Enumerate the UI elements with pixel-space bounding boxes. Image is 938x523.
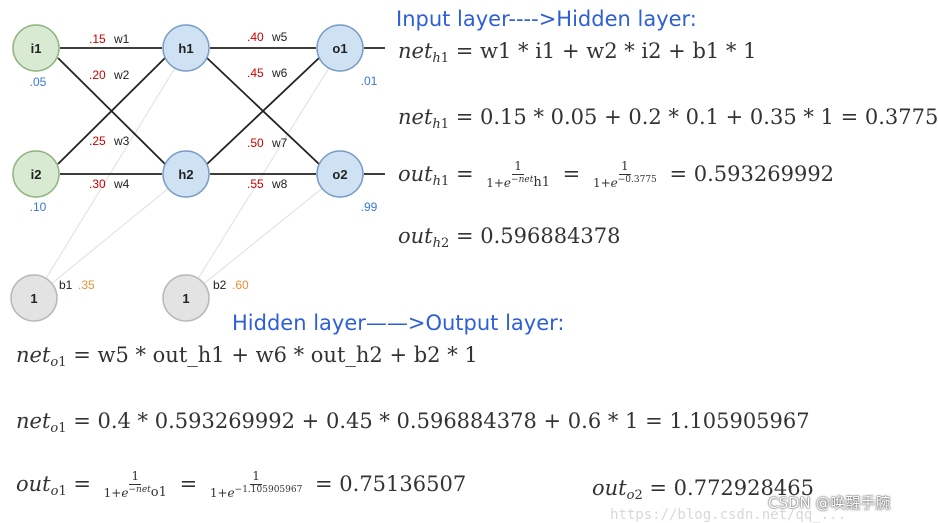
weight-connections — [57, 47, 385, 175]
node-label-h1: h1 — [178, 41, 193, 56]
weight-name-w4: w4 — [113, 177, 130, 191]
weight-value-w7: .50 — [247, 136, 264, 150]
weight-name-w6: w6 — [271, 66, 288, 80]
edge-b2-o2 — [185, 173, 341, 299]
weight-name-w2: w2 — [113, 68, 130, 82]
node-b1: 1 — [10, 274, 58, 322]
edge-w3 — [57, 57, 166, 165]
node-i1: i1 — [12, 24, 60, 72]
watermark-url: https://blog.csdn.net/qq_... — [610, 507, 847, 523]
node-label-b1: 1 — [30, 291, 37, 306]
weight-name-w1: w1 — [113, 32, 130, 46]
node-label-i1: i1 — [31, 41, 42, 56]
weight-value-w4: .30 — [89, 177, 106, 191]
equation-net-h1-numeric: neth1 = 0.15 * 0.05 + 0.2 * 0.1 + 0.35 *… — [398, 105, 938, 132]
weight-value-w3: .25 — [89, 134, 106, 148]
equation-result: = 0.772928465 — [649, 476, 814, 500]
weight-value-w2: .20 — [89, 68, 106, 82]
node-h1: h1 — [162, 24, 210, 72]
node-i2: i2 — [12, 150, 60, 198]
heading-hidden-to-output: Hidden layer——>Output layer: — [232, 311, 565, 335]
node-label-b2: 1 — [182, 291, 189, 306]
input-value-i2: .10 — [30, 200, 47, 214]
weight-value-w6: .45 — [247, 66, 264, 80]
weight-value-w8: .55 — [247, 177, 264, 191]
heading-input-to-hidden: Input layer---->Hidden layer: — [396, 7, 697, 31]
equation-exponent: −1.105905967 — [234, 484, 303, 495]
node-b2: 1 — [162, 274, 210, 322]
weight-name-w5: w5 — [271, 30, 288, 44]
node-label-o1: o1 — [332, 41, 347, 56]
neural-network-diagram: i1 i2 h1 h2 o1 o2 1 1 .05 .10 .01 .99 .1… — [10, 24, 385, 322]
bias-name-b1: b1 — [59, 278, 73, 292]
weight-name-w3: w3 — [113, 134, 130, 148]
target-value-o2: .99 — [361, 200, 378, 214]
equation-net-h1-symbolic: neth1 = w1 * i1 + w2 * i2 + b1 * 1 — [398, 39, 757, 66]
bias-value-b1: .35 — [78, 278, 95, 292]
node-o2: o2 — [316, 150, 364, 198]
equation-rhs: = 0.15 * 0.05 + 0.2 * 0.1 + 0.35 * 1 = 0… — [455, 105, 938, 129]
target-value-o1: .01 — [361, 74, 378, 88]
input-value-i1: .05 — [30, 75, 47, 89]
equation-result: = 0.75136507 — [315, 471, 467, 496]
equation-rhs: = w1 * i1 + w2 * i2 + b1 * 1 — [455, 39, 757, 63]
weight-name-w8: w8 — [271, 177, 288, 191]
equation-rhs: = w5 * out_h1 + w6 * out_h2 + b2 * 1 — [73, 343, 478, 367]
bias-value-b2: .60 — [232, 278, 249, 292]
node-h2: h2 — [162, 150, 210, 198]
weight-value-w1: .15 — [89, 32, 106, 46]
equation-result: = 0.593269992 — [669, 161, 835, 186]
equation-exponent: −0.3775 — [617, 174, 657, 185]
edge-w7 — [206, 57, 320, 165]
equation-out-o2: outo2 = 0.772928465 — [592, 476, 814, 503]
node-label-h2: h2 — [178, 167, 193, 182]
equation-net-o1-numeric: neto1 = 0.4 * 0.593269992 + 0.45 * 0.596… — [16, 409, 810, 436]
node-label-i2: i2 — [31, 167, 42, 182]
bias-name-b2: b2 — [213, 278, 227, 292]
node-label-o2: o2 — [332, 167, 347, 182]
equation-rhs: = 0.4 * 0.593269992 + 0.45 * 0.596884378… — [73, 409, 810, 433]
equation-net-o1-symbolic: neto1 = w5 * out_h1 + w6 * out_h2 + b2 *… — [16, 343, 478, 370]
weight-value-w5: .40 — [247, 30, 264, 44]
watermark-csdn: CSDN @唤醒手腕 — [768, 494, 891, 512]
equation-result: = 0.596884378 — [455, 224, 621, 248]
weight-name-w7: w7 — [271, 136, 288, 150]
equation-out-h2: outh2 = 0.596884378 — [398, 224, 621, 251]
node-o1: o1 — [316, 24, 364, 72]
edge-b1-h2 — [33, 173, 187, 299]
